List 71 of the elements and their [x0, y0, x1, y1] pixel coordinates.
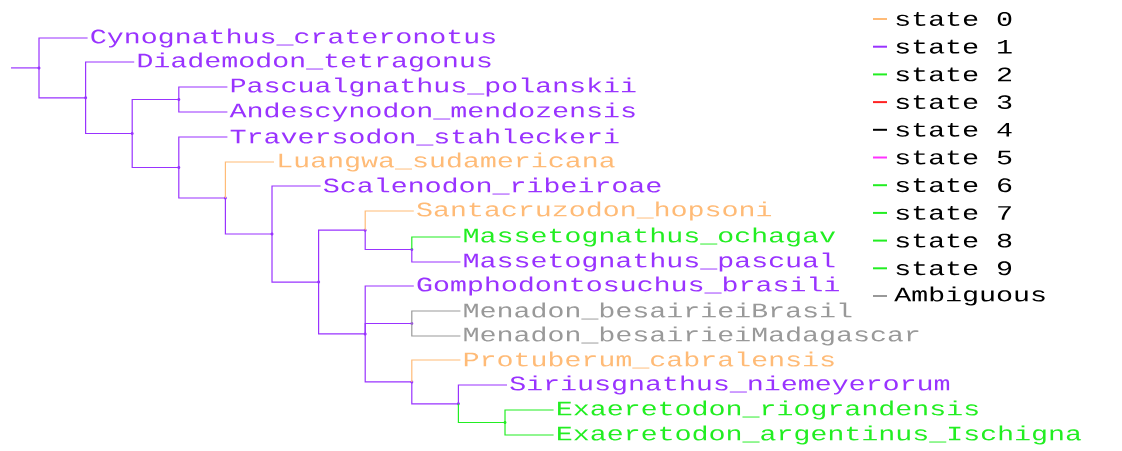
branch-point — [130, 132, 134, 135]
tree-branch — [271, 233, 320, 283]
tree-branch — [457, 403, 506, 424]
legend-label: Ambiguous — [894, 286, 1045, 306]
taxon-label: Menadon_besairieiBrasil — [464, 302, 852, 320]
taxon-label: Luangwa_sudamericana — [279, 152, 615, 172]
legend-label: state 8 — [896, 233, 1012, 248]
tree-branch — [364, 333, 413, 383]
branch-point — [177, 98, 181, 101]
tree-branch — [10, 67, 40, 69]
branch-point — [177, 166, 181, 169]
legend-label: state 5 — [896, 150, 1012, 165]
tree-branch — [38, 37, 89, 69]
legend-label: state 6 — [896, 178, 1012, 193]
legend-label: state 2 — [896, 67, 1012, 82]
tree-branch — [364, 322, 413, 335]
tree-branch — [504, 421, 555, 436]
taxon-label: Menadon_besairieiMadagascar — [464, 326, 919, 346]
branch-point — [84, 96, 88, 100]
tree-branch — [38, 67, 87, 99]
legend-label: state 3 — [896, 95, 1012, 110]
tree-branch — [364, 229, 413, 251]
tree-branch — [85, 61, 135, 99]
branch-point — [456, 402, 460, 406]
taxon-label: Andescynodon_mendozensis — [229, 102, 635, 122]
branch-point — [363, 228, 367, 232]
tree-branch — [224, 197, 273, 235]
branch-point — [363, 332, 367, 336]
taxon-label: Diademodon_tetragonus — [138, 52, 491, 72]
tree-branch — [178, 166, 226, 199]
legend-label: state 4 — [896, 122, 1012, 137]
taxon-label: Protuberum_cabralensis — [464, 351, 834, 369]
tree-branch — [411, 236, 461, 251]
tree-branch — [224, 161, 275, 199]
taxon-label: Santacruzodon_hopsoni — [417, 201, 771, 221]
tree-branch — [318, 281, 366, 335]
tree-branch — [504, 409, 555, 424]
taxon-label: Siriusgnathus_niemeyerorum — [510, 375, 950, 395]
legend-label: state 7 — [896, 206, 1011, 220]
taxon-label: Cynognathus_crateronotus — [91, 28, 495, 48]
tree-branch — [178, 86, 228, 101]
taxon-label: Exaeretodon_riograndensis — [558, 400, 978, 420]
tree-branch — [318, 229, 366, 283]
branch-point — [317, 280, 321, 284]
taxon-label: Pascualgnathus_polanskii — [231, 77, 636, 97]
branch-point — [410, 380, 414, 384]
legend-label: state 0 — [896, 12, 1012, 26]
tree-branch — [178, 136, 228, 169]
tree-branch — [131, 98, 180, 135]
tree-branch — [271, 185, 322, 235]
tree-branch — [85, 97, 133, 135]
tree-branch — [131, 132, 180, 169]
branch-point — [410, 248, 414, 251]
tree-branch — [411, 381, 459, 405]
tree-branch — [364, 210, 415, 231]
tree-branch — [411, 310, 461, 325]
legend-label: state 9 — [896, 261, 1012, 276]
tree-branch — [178, 98, 228, 113]
taxon-label: Gomphodontosuchus_brasili — [417, 276, 839, 296]
taxon-label: Scalenodon_ribeiroae — [323, 177, 661, 195]
tree-branch — [411, 322, 461, 337]
taxon-label: Exaeretodon_argentinus_Ischigna — [558, 425, 1082, 445]
tree-branch — [411, 248, 461, 263]
taxon-label: Massetognathus_pascual — [464, 252, 835, 272]
taxon-label: Traversodon_stahleckeri — [230, 128, 619, 146]
branch-point — [223, 196, 227, 200]
branch-point — [410, 322, 414, 325]
tree-branch — [411, 359, 461, 383]
taxon-label: Massetognathus_ochagav — [464, 227, 836, 247]
tree-branch — [457, 384, 508, 405]
legend-label: state 1 — [896, 39, 1012, 54]
